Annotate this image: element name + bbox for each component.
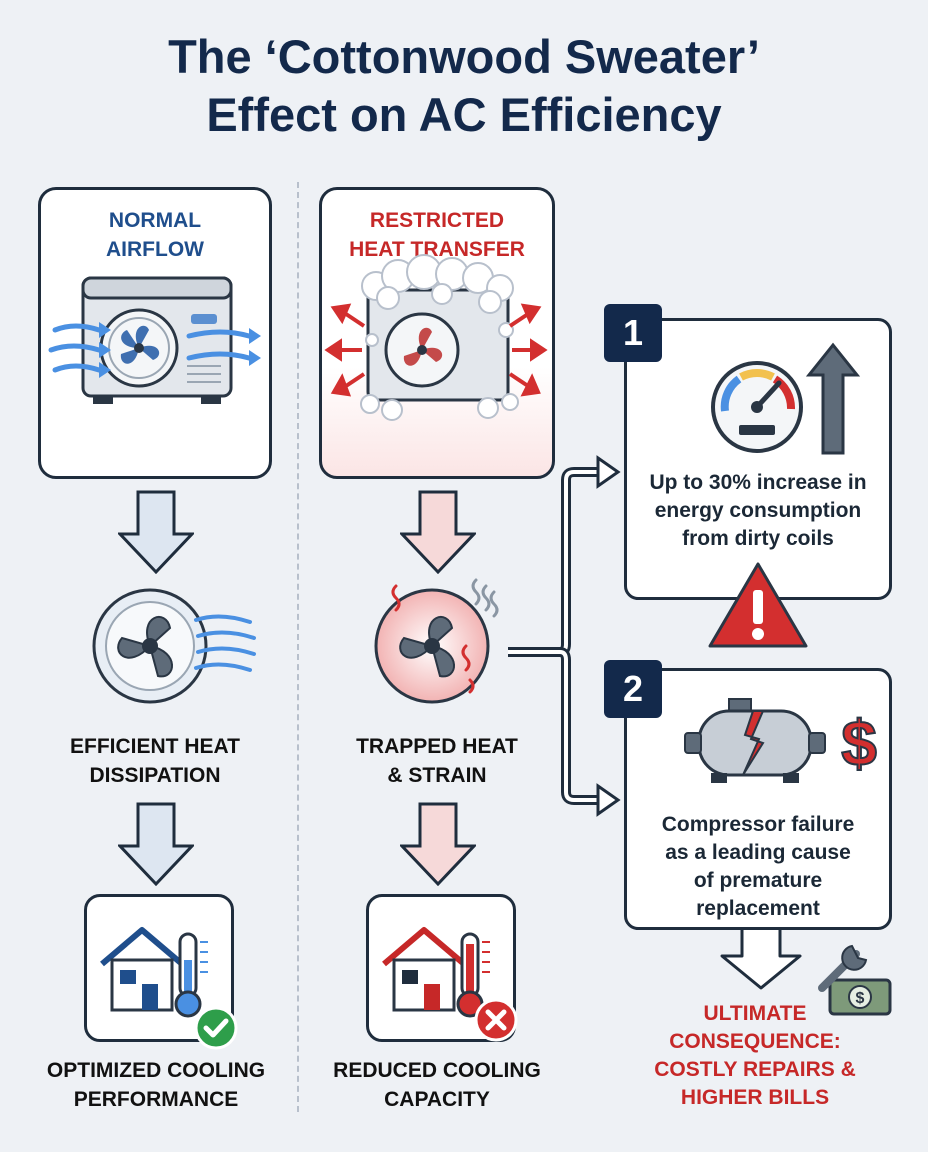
page-title: The ‘Cottonwood Sweater’ Effect on AC Ef…	[0, 28, 928, 144]
final-line-4: HIGHER BILLS	[680, 1086, 830, 1109]
step-number-badge-1: 1	[604, 304, 662, 362]
gauge-icon	[711, 342, 861, 455]
normal-airflow-label: NORMAL AIRFLOW	[41, 206, 269, 264]
optimized-caption-line-2: PERFORMANCE	[73, 1088, 239, 1111]
consequence-2-line-4: replacement	[696, 897, 820, 920]
restricted-heat-card: RESTRICTED HEAT TRANSFER	[319, 187, 555, 479]
trapped-heat-caption: TRAPPED HEAT & STRAIN	[319, 732, 555, 790]
trapped-caption-line-1: TRAPPED HEAT	[356, 735, 518, 758]
ac-unit-clogged-icon	[324, 254, 548, 421]
check-icon	[194, 1006, 238, 1050]
ultimate-consequence-text: ULTIMATE CONSEQUENCE: COSTLY REPAIRS & H…	[620, 1000, 890, 1112]
compressor-icon: $	[684, 698, 878, 783]
step-number-badge-2: 2	[604, 660, 662, 718]
consequence-1-text: Up to 30% increase in energy consumption…	[627, 469, 889, 553]
consequence-1-line-1: Up to 30% increase in	[649, 471, 867, 494]
wrench-money-icon: $	[818, 944, 892, 1016]
x-icon	[474, 998, 518, 1042]
normal-label-line-2: AIRFLOW	[106, 238, 204, 261]
final-line-3: COSTLY REPAIRS &	[654, 1058, 856, 1081]
consequence-card-1: Up to 30% increase in energy consumption…	[624, 318, 892, 600]
title-line-1: The ‘Cottonwood Sweater’	[168, 30, 760, 83]
final-line-1: ULTIMATE	[703, 1002, 807, 1025]
svg-text:$: $	[856, 990, 865, 1007]
consequence-2-line-2: as a leading cause	[665, 841, 851, 864]
consequence-2-text: Compressor failure as a leading cause of…	[627, 811, 889, 923]
branch-connector-arrows	[508, 455, 621, 817]
efficient-caption-line-1: EFFICIENT HEAT	[70, 735, 240, 758]
warning-icon	[708, 562, 808, 648]
optimized-caption-line-1: OPTIMIZED COOLING	[46, 1059, 266, 1082]
efficient-heat-caption: EFFICIENT HEAT DISSIPATION	[38, 732, 272, 790]
efficient-caption-line-2: DISSIPATION	[89, 764, 221, 787]
trapped-caption-line-2: & STRAIN	[387, 764, 487, 787]
overheated-fan-icon	[374, 578, 499, 704]
title-line-2: Effect on AC Efficiency	[206, 88, 722, 141]
normal-label-line-1: NORMAL	[108, 209, 202, 232]
reduced-caption-line-1: REDUCED COOLING	[333, 1059, 541, 1082]
down-arrow-icon	[118, 490, 194, 574]
fan-airflow-icon	[92, 588, 256, 704]
ac-unit-clean-icon	[48, 276, 261, 404]
house-thermometer-hot-icon	[382, 927, 490, 1018]
down-arrow-icon	[118, 802, 194, 886]
restricted-label-line-2: HEAT TRANSFER	[349, 238, 525, 261]
consequence-1-line-3: from dirty coils	[682, 527, 834, 550]
column-divider	[297, 182, 299, 1112]
final-line-2: CONSEQUENCE:	[669, 1030, 841, 1053]
svg-text:$: $	[841, 707, 877, 779]
consequence-2-line-1: Compressor failure	[661, 813, 855, 836]
down-arrow-icon	[400, 490, 476, 574]
normal-airflow-card: NORMAL AIRFLOW	[38, 187, 272, 479]
down-arrow-outline-icon	[720, 930, 802, 990]
reduced-cooling-caption: REDUCED COOLING CAPACITY	[306, 1056, 568, 1114]
consequence-1-line-2: energy consumption	[654, 499, 862, 522]
optimized-cooling-caption: OPTIMIZED COOLING PERFORMANCE	[18, 1056, 294, 1114]
reduced-caption-line-2: CAPACITY	[384, 1088, 490, 1111]
restricted-heat-label: RESTRICTED HEAT TRANSFER	[322, 206, 552, 264]
cool-house-card	[84, 894, 238, 1050]
restricted-label-line-1: RESTRICTED	[369, 209, 505, 232]
consequence-card-2: $ Compressor failure as a leading cause …	[624, 668, 892, 930]
hot-house-card	[366, 894, 518, 1042]
down-arrow-icon	[400, 802, 476, 886]
consequence-2-line-3: of premature	[693, 869, 823, 892]
house-thermometer-icon	[100, 927, 208, 1018]
